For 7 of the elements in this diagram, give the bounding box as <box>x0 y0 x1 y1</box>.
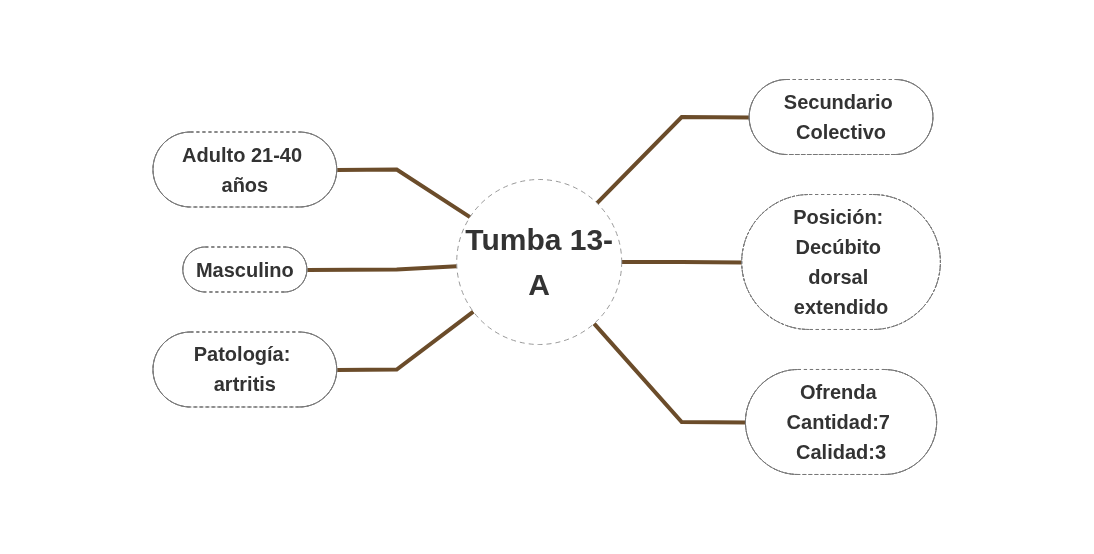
connector <box>337 167 472 219</box>
connector <box>337 310 475 372</box>
node-circle: Tumba 13-A <box>456 179 623 345</box>
connector <box>622 260 743 265</box>
connector <box>595 115 750 205</box>
connector <box>307 264 458 272</box>
connector <box>592 322 747 425</box>
